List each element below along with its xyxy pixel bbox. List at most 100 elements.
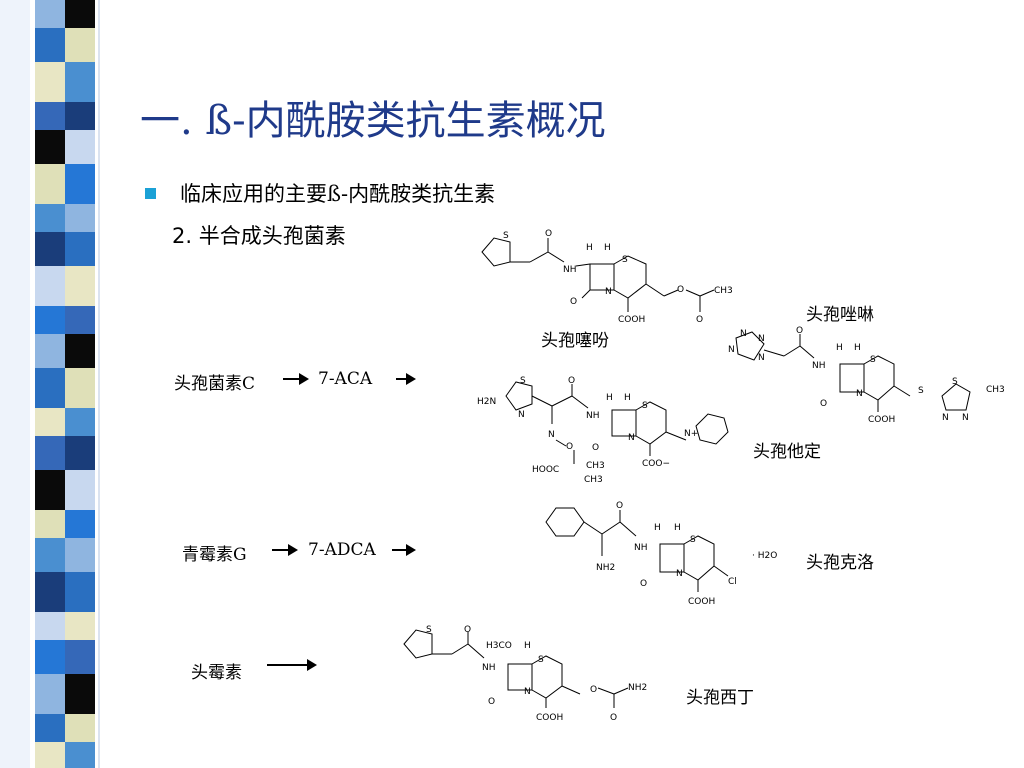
strip-block <box>35 510 65 538</box>
atom-label: N <box>758 353 765 363</box>
atom-label: N <box>728 345 735 355</box>
strip-block <box>35 204 65 232</box>
atom-label: NH <box>563 265 577 275</box>
atom-label: H3CO <box>486 641 512 651</box>
path-source-penicillin-g: 青霉素G <box>182 545 247 565</box>
strip-block <box>65 28 95 62</box>
atom-label: S <box>538 655 544 665</box>
strip-block <box>35 640 65 674</box>
strip-block <box>65 714 95 742</box>
atom-label: S <box>870 355 876 365</box>
atom-label: N <box>548 430 555 440</box>
strip-block <box>35 368 65 408</box>
strip-block <box>65 510 95 538</box>
strip-block <box>65 408 95 436</box>
atom-label: NH <box>482 663 496 673</box>
atom-label: N <box>962 413 969 423</box>
atom-label: NH2 <box>628 683 647 693</box>
atom-label: S <box>503 231 509 241</box>
strip-block <box>65 62 95 102</box>
atom-label: N <box>605 287 612 297</box>
atom-label: O <box>616 501 623 511</box>
atom-label: S <box>520 376 526 386</box>
atom-label: H <box>674 523 681 533</box>
strip-block <box>35 28 65 62</box>
atom-label: H <box>854 343 861 353</box>
strip-block <box>65 640 95 674</box>
atom-label: H2N <box>477 397 496 407</box>
arrow-icon <box>392 544 416 556</box>
atom-label: CH3 <box>584 475 603 485</box>
arrow-icon <box>267 659 317 671</box>
strip-block <box>65 266 95 306</box>
strip-block <box>65 368 95 408</box>
atom-label: O <box>610 713 617 723</box>
strip-block <box>35 62 65 102</box>
atom-label: H <box>586 243 593 253</box>
strip-block <box>35 408 65 436</box>
strip-block <box>65 232 95 266</box>
structure-cephalothin: S O NH H H N O S COOH O O CH3 <box>481 229 733 325</box>
atom-label: O <box>568 376 575 386</box>
atom-label: S <box>690 535 696 545</box>
atom-label: N <box>518 410 525 420</box>
strip-block <box>35 572 65 612</box>
atom-label: O <box>570 297 577 307</box>
bullet-square-icon <box>145 188 156 199</box>
atom-label: H <box>654 523 661 533</box>
atom-label: H <box>624 393 631 403</box>
strip-block <box>65 612 95 640</box>
atom-label: CH3 <box>986 385 1005 395</box>
atom-label: N <box>524 687 531 697</box>
path-source-cephalosporin-c: 头孢菌素C <box>174 374 256 394</box>
decorative-side-strip <box>0 0 100 768</box>
atom-label: COOH <box>536 713 563 723</box>
strip-block <box>65 470 95 510</box>
atom-label: N <box>758 334 765 344</box>
atom-label: O <box>566 442 573 452</box>
atom-label: COOH <box>688 597 715 607</box>
atom-label: COOH <box>618 315 645 325</box>
atom-label: O <box>545 229 552 239</box>
atom-label: O <box>696 315 703 325</box>
structure-cefoxitin: S O NH H3CO H N O S COOH O O NH2 <box>403 625 647 723</box>
strip-block <box>65 538 95 572</box>
atom-label: O <box>488 697 495 707</box>
atom-label: NH <box>634 543 648 553</box>
atom-label: O <box>592 443 599 453</box>
arrow-icon <box>396 373 416 385</box>
strip-block <box>35 470 65 510</box>
strip-block <box>35 130 65 164</box>
atom-label: S <box>642 401 648 411</box>
atom-label: O <box>796 326 803 336</box>
atom-label: S <box>918 386 924 396</box>
atom-label: Cl <box>728 577 737 587</box>
path-middle-7aca: 7-ACA <box>318 369 373 389</box>
structure-ceftazidime: H2N S N O N O HOOC CH3 CH3 NH H H N O S … <box>477 376 729 485</box>
strip-block <box>35 232 65 266</box>
strip-block <box>65 0 95 28</box>
strip-block <box>35 102 65 130</box>
atom-label: H <box>524 641 531 651</box>
drug-name-cefazolin: 头孢唑啉 <box>806 305 874 325</box>
strip-block <box>35 334 65 368</box>
atom-label: O <box>590 685 597 695</box>
path-middle-7adca: 7-ADCA <box>308 540 376 560</box>
drug-name-cefaclor: 头孢克洛 <box>806 553 874 573</box>
atom-label: COO− <box>642 459 670 469</box>
strip-block <box>35 164 65 204</box>
atom-label: NH <box>586 411 600 421</box>
path-source-cephamycin: 头霉素 <box>191 663 242 683</box>
atom-label: · H2O <box>752 551 777 561</box>
atom-label: COOH <box>868 415 895 425</box>
atom-label: O <box>640 579 647 589</box>
atom-label: CH3 <box>586 461 605 471</box>
strip-block <box>35 266 65 306</box>
drug-name-ceftazidime: 头孢他定 <box>753 442 821 462</box>
subheading: 2. 半合成头孢菌素 <box>172 224 346 248</box>
atom-label: S <box>622 255 628 265</box>
atom-label: N <box>628 433 635 443</box>
strip-block <box>35 306 65 334</box>
drug-name-cephalothin: 头孢噻吩 <box>541 331 609 351</box>
